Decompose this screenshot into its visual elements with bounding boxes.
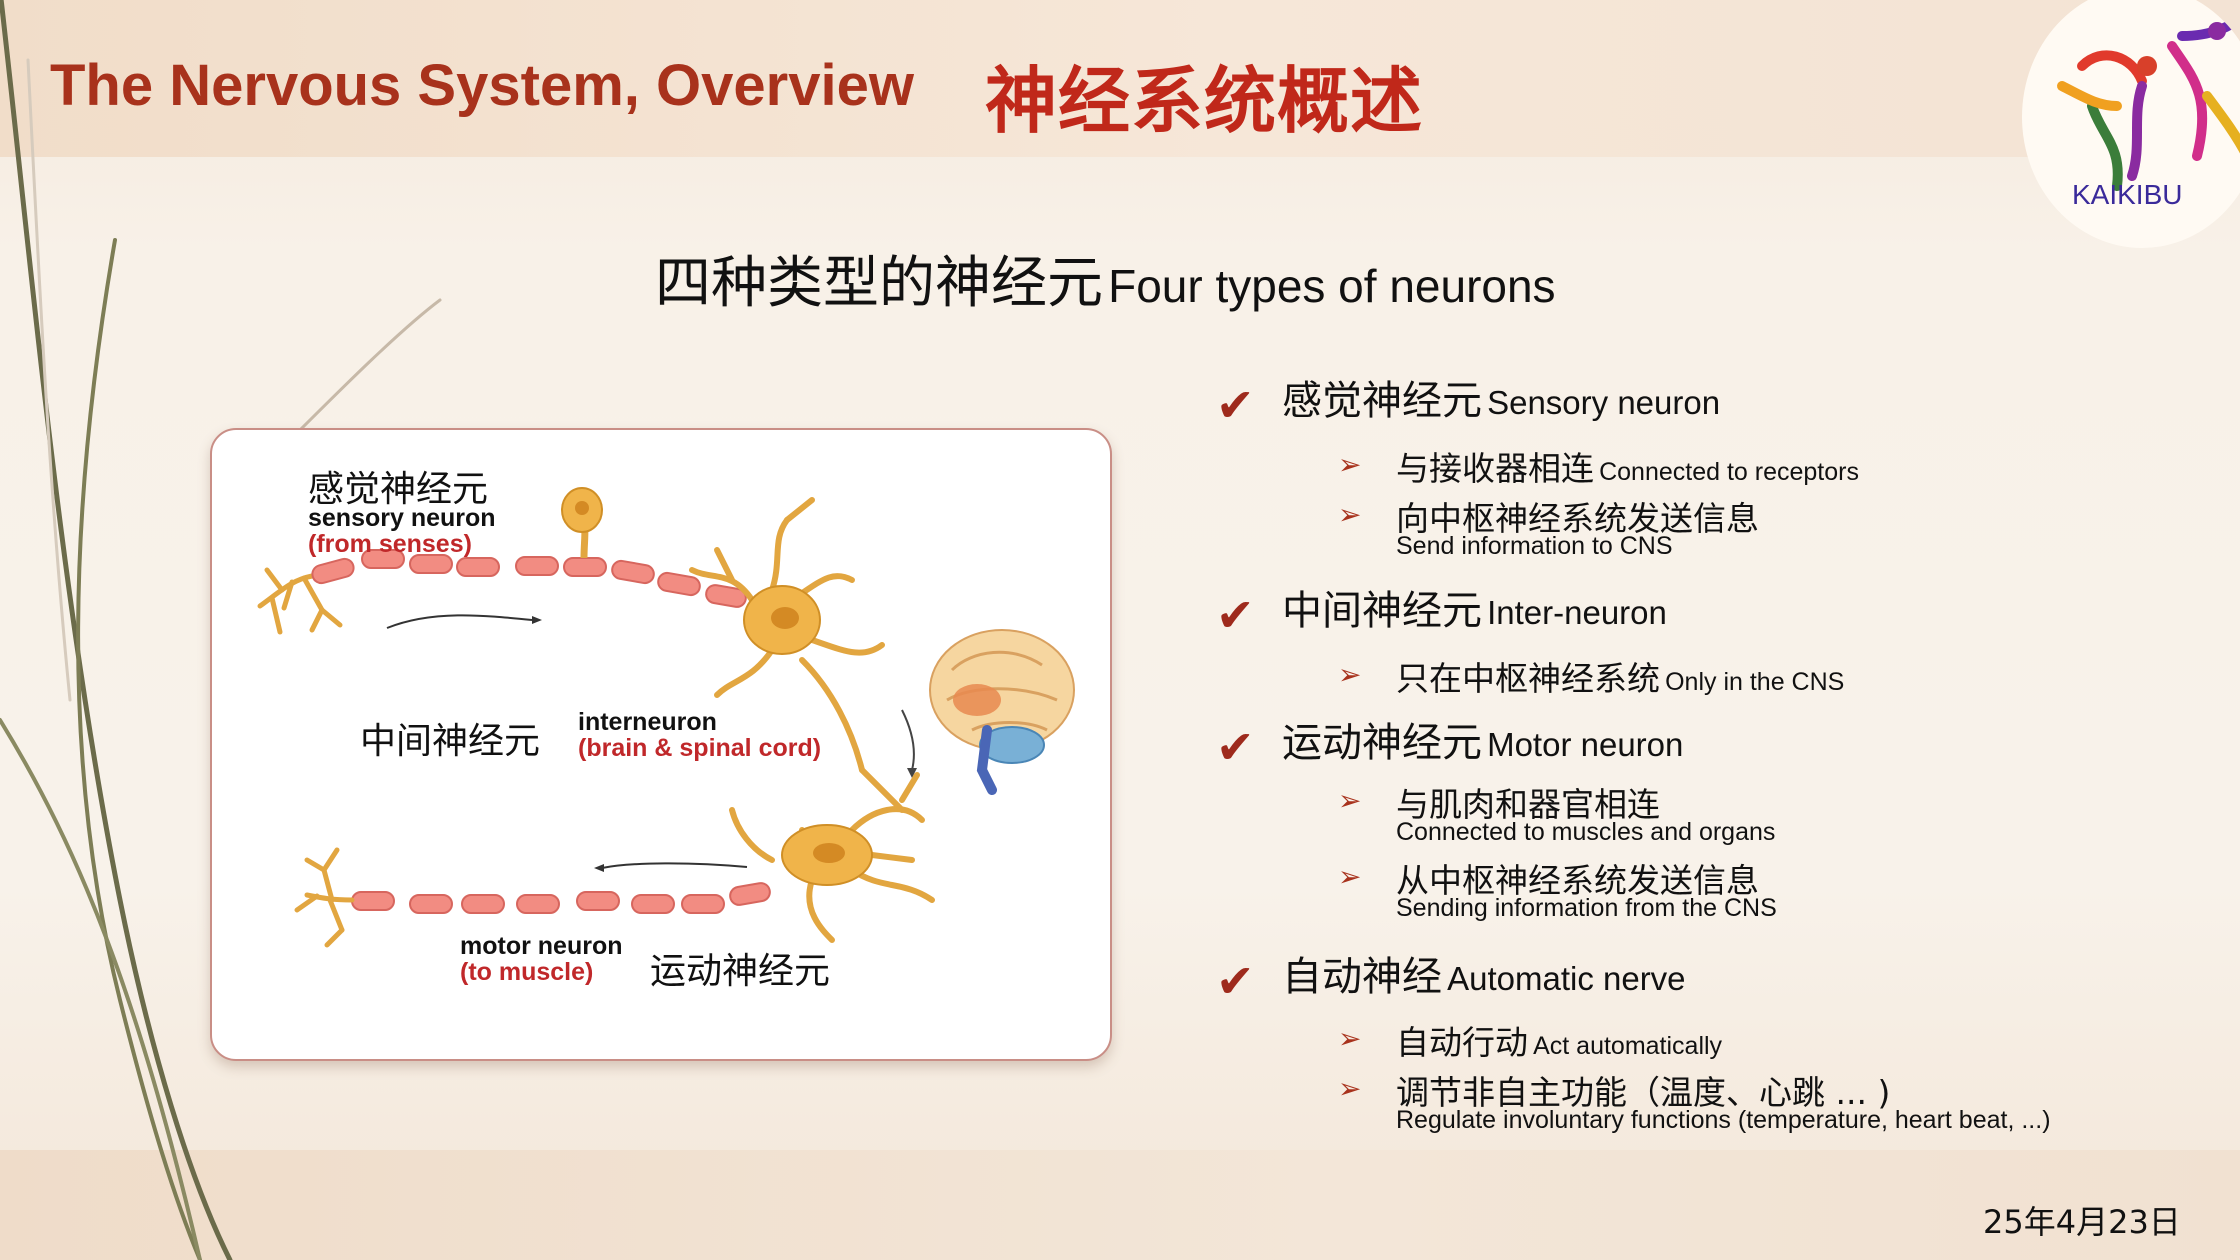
page-title-chinese: 神经系统概述 <box>985 59 1424 143</box>
interneuron-label-zh: 中间神经元 <box>360 721 541 762</box>
list-item-title-en: Motor neuron <box>1487 726 1684 763</box>
sub-item-zh: 从中枢神经系统发送信息 <box>1396 861 1759 900</box>
logo-text: KAIKIBU <box>2072 179 2182 210</box>
check-icon: ✔ <box>1216 954 1255 1008</box>
list-item-title-en: Automatic nerve <box>1447 960 1686 997</box>
arrow-bullet-icon: ➢ <box>1338 860 1362 893</box>
check-icon: ✔ <box>1216 378 1255 432</box>
sub-item-en: Send information to CNS <box>1396 532 1673 560</box>
list-item-title-zh: 中间神经元 <box>1282 588 1482 634</box>
list-item-title-zh: 自动神经 <box>1282 954 1442 1000</box>
page-title-english: The Nervous System, Overview <box>50 53 914 118</box>
section-subtitle: 四种类型的神经元 Four types of neurons <box>655 238 1755 319</box>
sub-item-en: Regulate involuntary functions (temperat… <box>1396 1106 2051 1134</box>
list-item-title-zh: 运动神经元 <box>1282 720 1482 766</box>
subtitle-chinese: 四种类型的神经元 <box>655 251 1103 316</box>
motor-neuron-label-zh: 运动神经元 <box>650 951 831 992</box>
sub-item-zh: 自动行动 <box>1396 1023 1528 1062</box>
sub-item-en: Act automatically <box>1533 1032 1723 1060</box>
arrow-bullet-icon: ➢ <box>1338 448 1362 481</box>
sub-item-zh: 向中枢神经系统发送信息 <box>1396 499 1759 538</box>
sensory-neuron-label-en: sensory neuron <box>308 504 496 532</box>
interneuron-label-en: interneuron <box>578 708 717 736</box>
header-band <box>0 0 2240 157</box>
sensory-neuron-note: (from senses) <box>308 530 472 558</box>
sub-item-zh: 只在中枢神经系统 <box>1396 659 1660 698</box>
sub-item-en: Connected to receptors <box>1599 458 1859 486</box>
list-item-title-zh: 感觉神经元 <box>1282 378 1482 424</box>
sub-item-zh: 调节非自主功能（温度、心跳 ... ) <box>1396 1073 1891 1112</box>
list-item-title-en: Sensory neuron <box>1487 384 1721 421</box>
neuron-illustration <box>257 487 1075 948</box>
slide-date: 25年4月23日 <box>1983 1203 2181 1241</box>
motor-neuron-note: (to muscle) <box>460 958 594 986</box>
interneuron-note: (brain & spinal cord) <box>578 734 822 762</box>
kaikibu-logo: KAIKIBU <box>2022 0 2240 248</box>
arrow-bullet-icon: ➢ <box>1338 498 1362 531</box>
sub-item-en: Only in the CNS <box>1665 668 1845 696</box>
arrow-bullet-icon: ➢ <box>1338 1072 1362 1105</box>
sub-item-zh: 与接收器相连 <box>1396 449 1594 488</box>
motor-neuron-label-en: motor neuron <box>460 932 623 960</box>
sub-item-en: Sending information from the CNS <box>1396 894 1777 922</box>
arrow-bullet-icon: ➢ <box>1338 658 1362 691</box>
neuron-diagram-panel: 感觉神经元 sensory neuron (from senses) 中间神经元… <box>210 428 1112 1061</box>
sub-item-zh: 与肌肉和器官相连 <box>1396 785 1660 824</box>
sensory-neuron-label-zh: 感觉神经元 <box>308 469 489 510</box>
list-item-title-en: Inter-neuron <box>1487 594 1667 631</box>
check-icon: ✔ <box>1216 588 1255 642</box>
sub-item-en: Connected to muscles and organs <box>1396 818 1776 846</box>
arrow-bullet-icon: ➢ <box>1338 784 1362 817</box>
check-icon: ✔ <box>1216 720 1255 774</box>
arrow-bullet-icon: ➢ <box>1338 1022 1362 1055</box>
footer-band <box>0 1150 2240 1260</box>
subtitle-english: Four types of neurons <box>1108 260 1556 312</box>
